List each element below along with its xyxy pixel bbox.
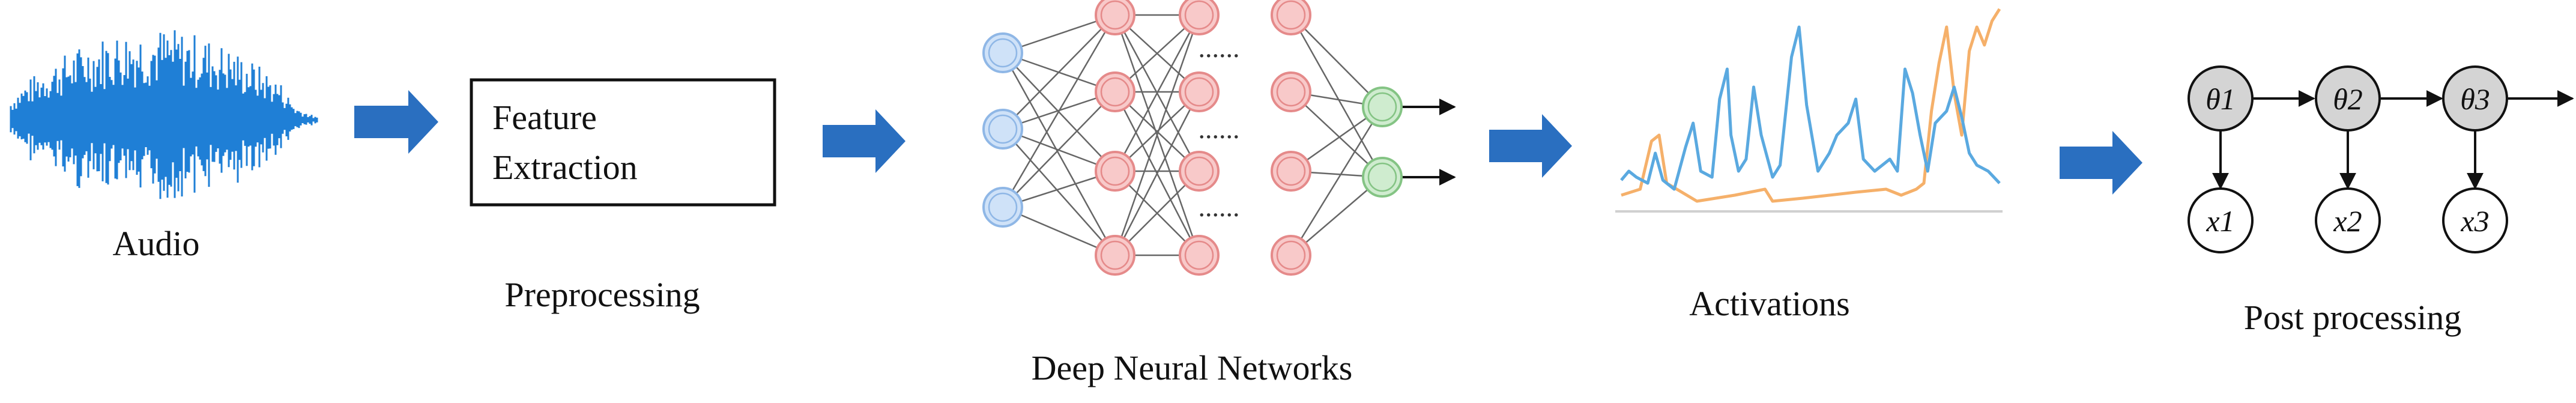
feature-extraction-line1: Feature [492, 98, 597, 137]
flow-arrow-1 [354, 90, 438, 154]
dnn-edge [1290, 14, 1383, 108]
hmm-obs-1-label: x1 [2206, 204, 2234, 238]
dnn-input-node-inner [988, 114, 1018, 144]
dnn-hidden-node-inner [1100, 156, 1130, 186]
activation-curve-blue [1620, 25, 2001, 191]
dnn-hidden-node-inner [1276, 77, 1306, 107]
dnn-edge [1002, 91, 1116, 208]
dnn-edge [1290, 14, 1383, 178]
dnn-edge [1002, 14, 1116, 130]
hmm-state-1-label: θ1 [2206, 82, 2236, 116]
dnn-edge [1114, 14, 1200, 172]
dnn-hidden-node-inner [1276, 0, 1306, 30]
dnn-output-node-inner [1367, 162, 1397, 192]
feature-extraction-line2: Extraction [492, 148, 638, 187]
hmm-obs-2-label: x2 [2333, 204, 2362, 238]
hmm-graph: θ1 θ2 θ3 x1 x2 x3 [2187, 65, 2574, 253]
hmm-state-1 [2187, 65, 2254, 132]
dnn-edge [1002, 14, 1116, 208]
dnn-hidden-node-inner [1100, 240, 1130, 270]
hmm-obs-3 [2442, 187, 2508, 253]
flow-arrow-3 [1489, 114, 1572, 178]
feature-extraction-box [470, 78, 776, 207]
dnn-dots-2: ...... [1199, 114, 1240, 144]
dnn-nodes [982, 0, 1403, 276]
post-processing-label: Post processing [2244, 298, 2462, 337]
dnn-dots-1: ...... [1199, 32, 1240, 63]
dnn-hidden-node-inner [1184, 240, 1214, 270]
activations-label: Activations [1689, 284, 1849, 323]
flow-arrow-4 [2060, 131, 2142, 195]
dnn-label: Deep Neural Networks [1032, 348, 1353, 387]
audio-waveform [10, 30, 318, 199]
dnn-hidden-node-inner [1184, 77, 1214, 107]
dnn-input-node-inner [988, 38, 1018, 68]
dnn-edge [1002, 129, 1116, 256]
dnn-edge [1002, 52, 1116, 256]
hmm-obs-1 [2187, 187, 2254, 253]
hmm-state-3 [2442, 65, 2508, 132]
dnn-dots-3: ...... [1199, 192, 1240, 222]
hmm-state-2 [2315, 65, 2381, 132]
flow-arrow-2 [823, 109, 906, 173]
preprocessing-label: Preprocessing [504, 275, 700, 314]
hmm-state-2-label: θ2 [2333, 82, 2363, 116]
dnn-hidden-node-inner [1100, 0, 1130, 30]
dnn-edge [1114, 91, 1200, 256]
audio-label: Audio [113, 224, 200, 263]
dnn-edge [1290, 91, 1383, 178]
dnn-hidden-node-inner [1100, 77, 1130, 107]
hmm-state-3-label: θ3 [2460, 82, 2490, 116]
waveform-strokes [10, 30, 318, 199]
dnn-hidden-node-inner [1184, 0, 1214, 30]
dnn-edge [1114, 14, 1200, 256]
dnn-input-node-inner [988, 192, 1018, 222]
dnn-hidden-node-inner [1276, 156, 1306, 186]
hmm-obs-3-label: x3 [2460, 204, 2489, 238]
dnn-hidden-node-inner [1276, 240, 1306, 270]
dnn-hidden-node-inner [1184, 156, 1214, 186]
dnn-edge [1290, 106, 1383, 256]
hmm-obs-2 [2315, 187, 2381, 253]
dnn-output-node-inner [1367, 92, 1397, 122]
activations-plot [1615, 8, 2003, 213]
